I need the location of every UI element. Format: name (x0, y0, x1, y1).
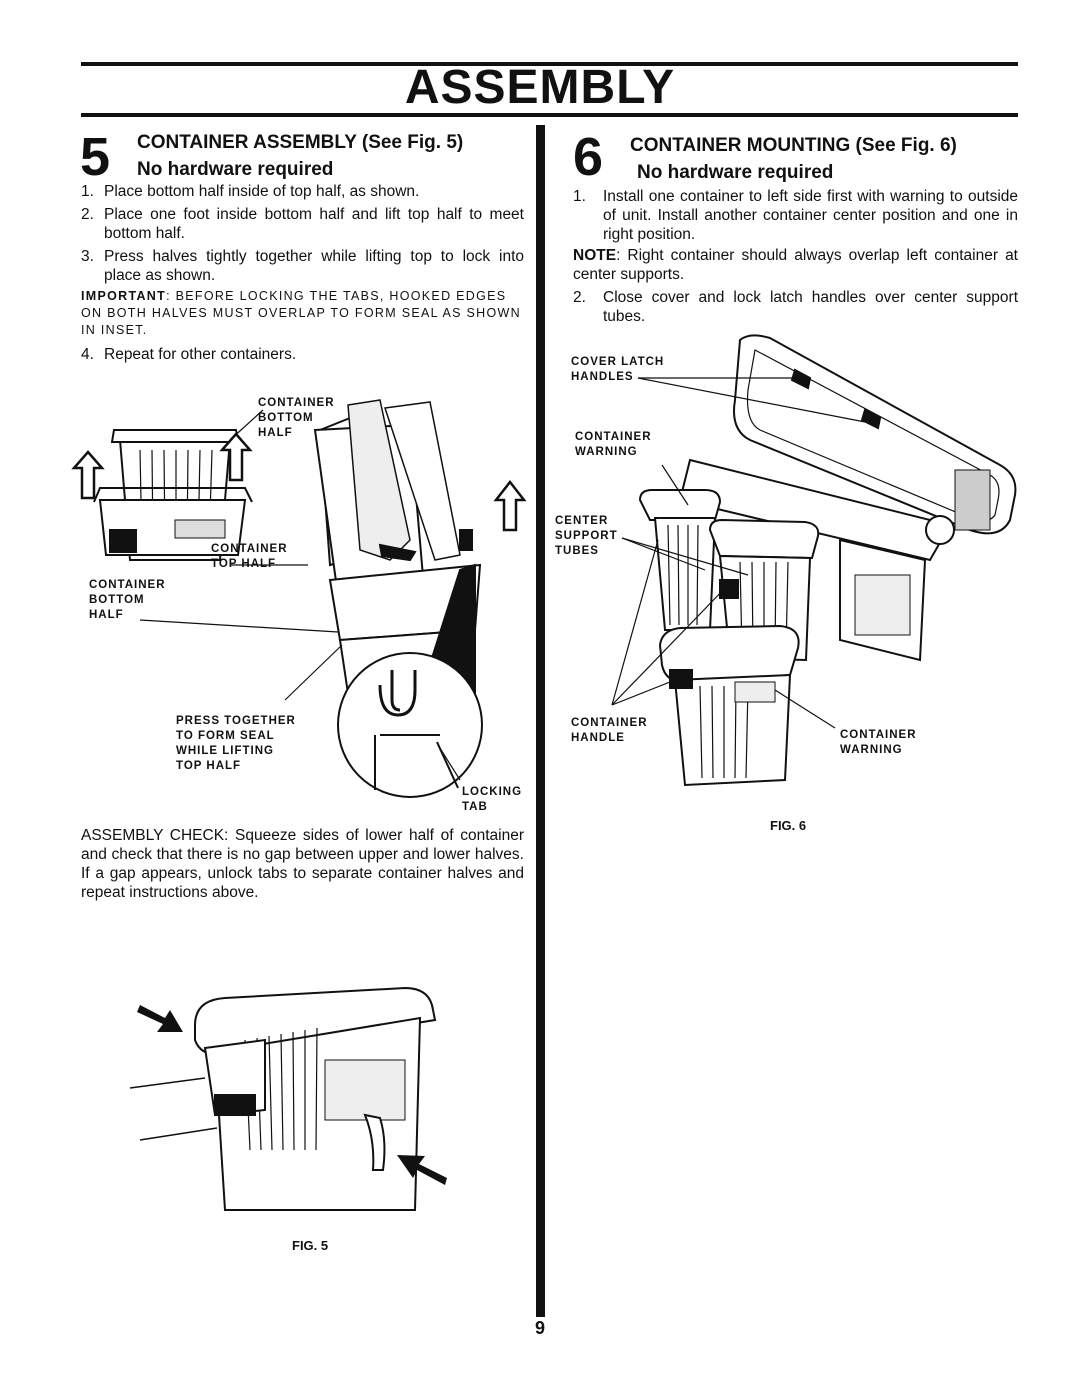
label-container-handle: CONTAINER HANDLE (571, 717, 648, 744)
label-press-together: PRESS TOGETHER TO FORM SEAL WHILE LIFTIN… (176, 715, 296, 772)
mounting-step-item-2: 2. Close cover and lock latch handles ov… (573, 289, 1018, 325)
mounting-step-item-1: 1. Install one container to left side fi… (573, 188, 1018, 243)
section-subheading-no-hardware: No hardware required (137, 159, 334, 180)
fig6-caption: FIG. 6 (770, 818, 807, 833)
fig5-assembly-illustration (71, 399, 527, 798)
step-item-1: 1. Place bottom half inside of top half,… (81, 183, 420, 200)
section-heading-container-mounting: CONTAINER MOUNTING (See Fig. 6) (630, 135, 957, 156)
page-number: 9 (534, 1318, 545, 1338)
column-divider (536, 125, 545, 1317)
label-center-support-tubes: CENTER SUPPORT TUBES (555, 515, 618, 557)
header-rule-top (81, 62, 1018, 66)
label-container-bottom-half-top: CONTAINER BOTTOM HALF (258, 397, 335, 439)
note-paragraph: NOTE: Right container should always over… (573, 247, 1018, 283)
section-subheading-no-hardware-right: No hardware required (637, 162, 834, 183)
step-item-2: 2. Place one foot inside bottom half and… (81, 206, 524, 242)
fig6-mounting-illustration (611, 334, 1017, 787)
label-container-warning-bottom: CONTAINER WARNING (840, 729, 917, 756)
label-container-warning-top: CONTAINER WARNING (575, 431, 652, 458)
label-container-top-half: CONTAINER TOP HALF (211, 543, 288, 570)
step-number-6: 6 (573, 127, 604, 187)
step-number-5: 5 (80, 127, 111, 187)
step-item-3: 3. Press halves tightly together while l… (81, 248, 524, 284)
section-heading-container-assembly: CONTAINER ASSEMBLY (See Fig. 5) (137, 132, 464, 153)
page-title: ASSEMBLY (404, 61, 676, 114)
label-cover-latch-handles: COVER LATCH HANDLES (571, 356, 665, 383)
header-rule-bottom (81, 113, 1018, 117)
step-item-4: 4. Repeat for other containers. (81, 346, 297, 363)
label-container-bottom-half-left: CONTAINER BOTTOM HALF (89, 579, 166, 621)
important-note: IMPORTANT: BEFORE LOCKING THE TABS, HOOK… (81, 289, 521, 337)
fig5-caption: FIG. 5 (292, 1238, 329, 1253)
fig5-assembly-check-illustration (129, 986, 447, 1211)
assembly-check-paragraph: ASSEMBLY CHECK: Squeeze sides of lower h… (81, 827, 524, 901)
label-locking-tab: LOCKING TAB (462, 786, 523, 813)
